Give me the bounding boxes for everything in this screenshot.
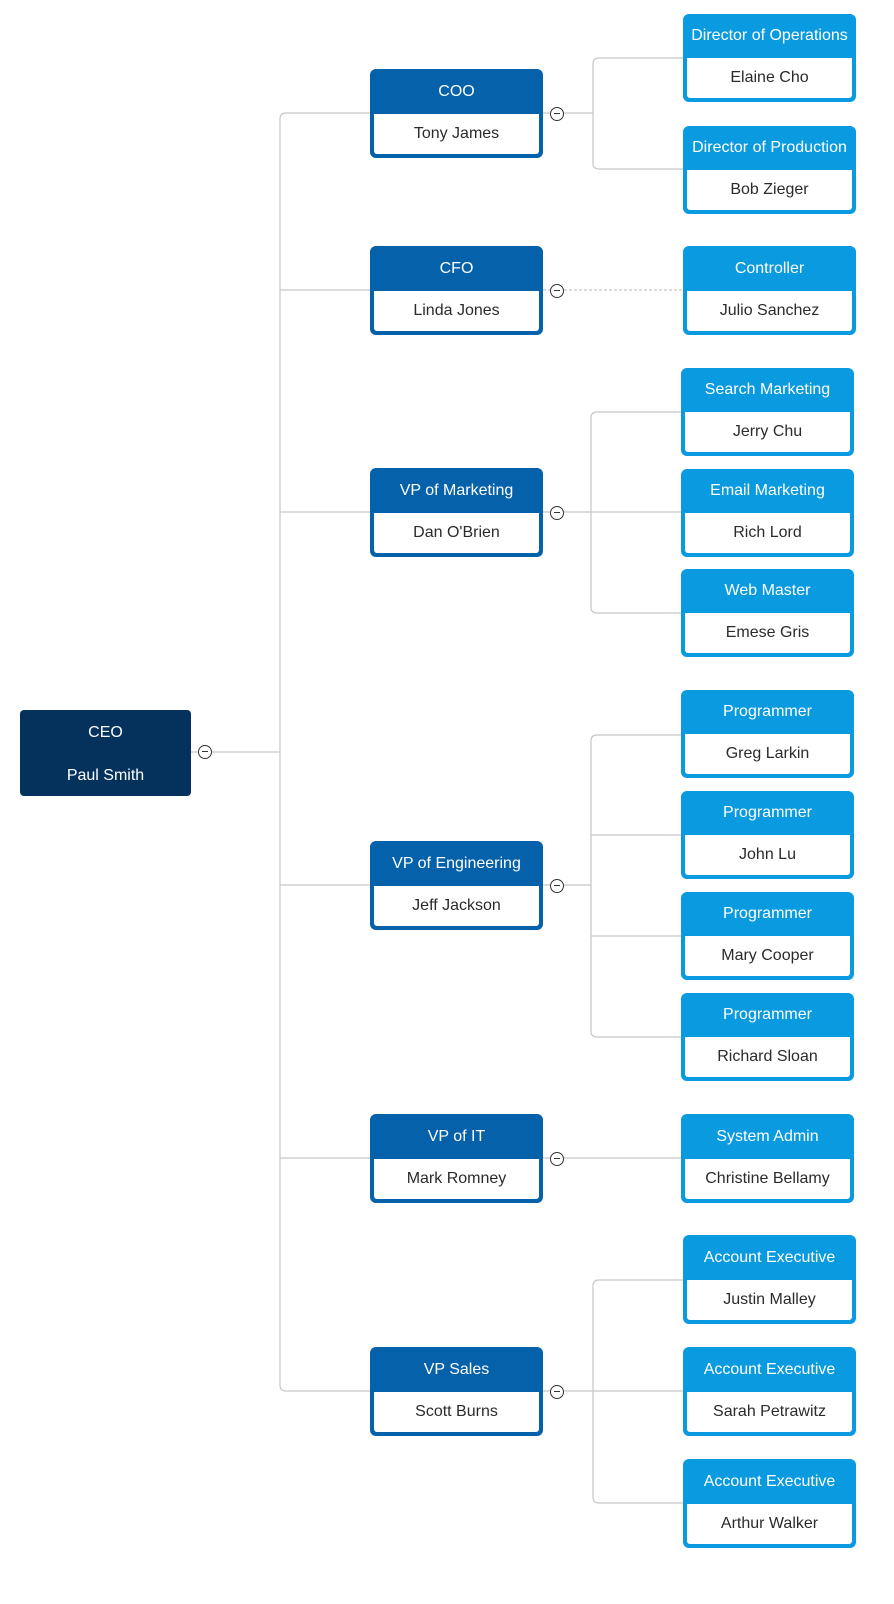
connector-trunk (279, 112, 370, 1392)
connector-coo-bracket (592, 57, 683, 170)
node-person: Christine Bellamy (685, 1159, 850, 1199)
connector-engineering-bracket (590, 734, 681, 1038)
node-person: Julio Sanchez (687, 291, 852, 331)
node-title: Account Executive (703, 1360, 836, 1378)
node-person: Scott Burns (374, 1392, 539, 1432)
node-person: Emese Gris (685, 613, 850, 653)
org-node-coo[interactable]: COO Tony James (370, 69, 543, 158)
node-person: John Lu (685, 835, 850, 875)
node-title: Programmer (723, 804, 812, 821)
node-person: Dan O'Brien (374, 513, 539, 553)
node-person: Rich Lord (685, 513, 850, 553)
node-title: Programmer (723, 703, 812, 720)
org-node-director-operations[interactable]: Director of Operations Elaine Cho (683, 14, 856, 102)
node-person: Richard Sloan (685, 1037, 850, 1077)
node-title: Account Executive (703, 1472, 836, 1490)
node-person: Elaine Cho (687, 58, 852, 98)
node-title: Search Marketing (704, 381, 831, 398)
node-person: Mark Romney (374, 1159, 539, 1199)
node-title: VP of IT (427, 1127, 486, 1145)
org-node-account-executive-1[interactable]: Account Executive Justin Malley (683, 1235, 856, 1324)
node-person: Tony James (374, 114, 539, 154)
org-node-email-marketing[interactable]: Email Marketing Rich Lord (681, 469, 854, 557)
collapse-toggle-cfo[interactable] (550, 284, 564, 298)
org-node-programmer-2[interactable]: Programmer John Lu (681, 791, 854, 879)
node-title: Director of Operations (691, 27, 848, 44)
org-node-director-production[interactable]: Director of Production Bob Zieger (683, 126, 856, 214)
node-title: VP of Marketing (399, 481, 514, 499)
org-node-root[interactable]: CEO Paul Smith (20, 710, 191, 796)
org-node-account-executive-2[interactable]: Account Executive Sarah Petrawitz (683, 1347, 856, 1436)
collapse-toggle-vp-engineering[interactable] (550, 879, 564, 893)
org-node-vp-it[interactable]: VP of IT Mark Romney (370, 1114, 543, 1203)
node-title: COO (438, 82, 475, 100)
node-title: Controller (734, 259, 805, 277)
collapse-toggle-root[interactable] (198, 745, 212, 759)
node-person: Jeff Jackson (374, 886, 539, 926)
node-title: Programmer (723, 905, 812, 922)
node-person: Greg Larkin (685, 734, 850, 774)
collapse-toggle-vp-marketing[interactable] (550, 506, 564, 520)
node-title: System Admin (716, 1127, 819, 1145)
node-title: Email Marketing (710, 482, 825, 499)
org-node-programmer-3[interactable]: Programmer Mary Cooper (681, 892, 854, 980)
org-node-vp-marketing[interactable]: VP of Marketing Dan O'Brien (370, 468, 543, 557)
org-node-vp-sales[interactable]: VP Sales Scott Burns (370, 1347, 543, 1436)
connector-sales-bracket (592, 1279, 683, 1504)
node-person: Arthur Walker (687, 1504, 852, 1544)
org-node-system-admin[interactable]: System Admin Christine Bellamy (681, 1114, 854, 1203)
node-person: Sarah Petrawitz (687, 1392, 852, 1432)
node-title: VP Sales (423, 1360, 490, 1378)
org-node-cfo[interactable]: CFO Linda Jones (370, 246, 543, 335)
org-node-programmer-4[interactable]: Programmer Richard Sloan (681, 993, 854, 1081)
org-node-vp-engineering[interactable]: VP of Engineering Jeff Jackson (370, 841, 543, 930)
org-node-web-master[interactable]: Web Master Emese Gris (681, 569, 854, 657)
node-title: Director of Production (692, 139, 847, 156)
node-title: CFO (439, 259, 474, 277)
org-node-controller[interactable]: Controller Julio Sanchez (683, 246, 856, 335)
node-person: Bob Zieger (687, 170, 852, 210)
node-person: Paul Smith (66, 766, 145, 784)
node-title: VP of Engineering (392, 854, 521, 872)
node-person: Linda Jones (374, 291, 539, 331)
org-node-account-executive-3[interactable]: Account Executive Arthur Walker (683, 1459, 856, 1548)
node-person: Mary Cooper (685, 936, 850, 976)
collapse-toggle-vp-it[interactable] (550, 1152, 564, 1166)
node-person: Justin Malley (687, 1280, 852, 1320)
collapse-toggle-coo[interactable] (550, 107, 564, 121)
node-title: Web Master (724, 582, 811, 599)
org-node-programmer-1[interactable]: Programmer Greg Larkin (681, 690, 854, 778)
node-title: Programmer (723, 1006, 812, 1023)
node-person: Jerry Chu (685, 412, 850, 452)
connector-marketing-bracket (590, 411, 681, 614)
node-title: Account Executive (703, 1248, 836, 1266)
org-node-search-marketing[interactable]: Search Marketing Jerry Chu (681, 368, 854, 456)
collapse-toggle-vp-sales[interactable] (550, 1385, 564, 1399)
node-title: CEO (88, 723, 123, 741)
